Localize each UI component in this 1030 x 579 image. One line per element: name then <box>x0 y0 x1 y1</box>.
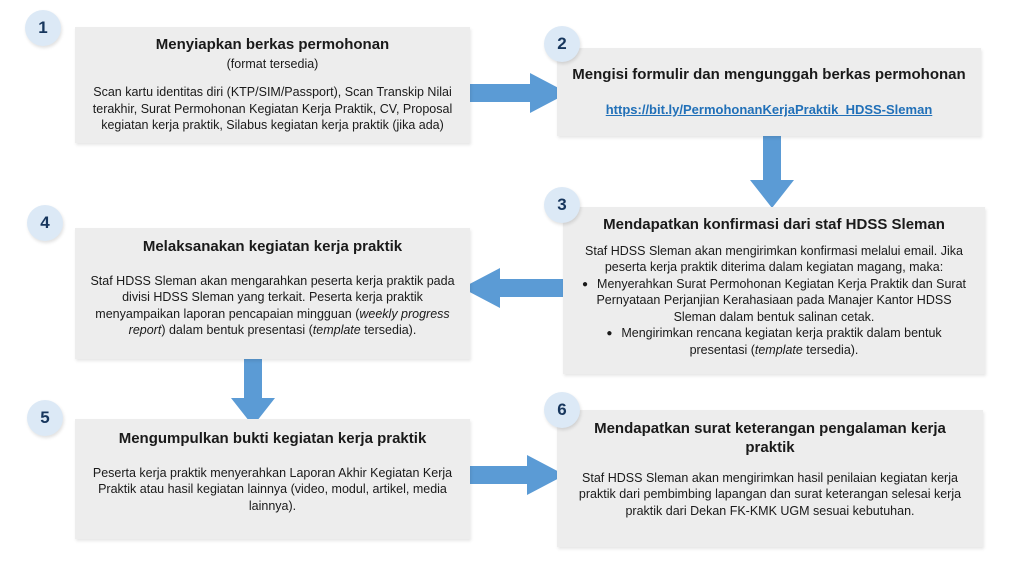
step-1-number-badge: 1 <box>25 10 61 46</box>
step-1-subtitle: (format tersedia) <box>226 56 319 71</box>
step-3-body: Staf HDSS Sleman akan mengirimkan konfir… <box>585 243 963 275</box>
step-3-bullet-1-text: Menyerahkan Surat Permohonan Kegiatan Ke… <box>596 276 966 324</box>
bullet-icon: ● <box>606 328 613 340</box>
step-6-body: Staf HDSS Sleman akan mengirimkan hasil … <box>578 470 962 518</box>
application-form-link[interactable]: https://bit.ly/PermohonanKerjaPraktik_HD… <box>605 101 933 117</box>
step-3-title: Mendapatkan konfirmasi dari staf HDSS Sl… <box>603 216 945 233</box>
step-6-number-badge: 6 <box>544 392 580 428</box>
step-5-box: Mengumpulkan bukti kegiatan kerja prakti… <box>75 419 470 539</box>
step-4-body: Staf HDSS Sleman akan mengarahkan pesert… <box>90 273 455 338</box>
arrow-down-step4-to-step5 <box>231 352 275 426</box>
step-2-box: Mengisi formulir dan mengunggah berkas p… <box>557 48 981 136</box>
arrow-left-step3-to-step4 <box>462 268 563 308</box>
step-3-bullet-2: ● Mengirimkan rencana kegiatan kerja prak… <box>576 325 972 358</box>
step-1-box: Menyiapkan berkas permohonan (format ter… <box>75 27 470 143</box>
step-6-number: 6 <box>557 400 567 419</box>
step-3-number: 3 <box>557 195 567 214</box>
step-6-title: Mendapatkan surat keterangan pengalaman … <box>594 420 946 456</box>
bullet-icon: ● <box>581 278 589 290</box>
step-1-body: Scan kartu identitas diri (KTP/SIM/Passp… <box>92 85 453 132</box>
step-2-number: 2 <box>557 34 567 53</box>
step-5-number-badge: 5 <box>27 400 63 436</box>
step-1-title: Menyiapkan berkas permohonan <box>155 36 390 53</box>
step-3-bullet-1: ● Menyerahkan Surat Permohonan Kegiatan K… <box>576 276 972 326</box>
step-5-title: Mengumpulkan bukti kegiatan kerja prakti… <box>118 430 427 447</box>
step-1-number: 1 <box>38 18 48 37</box>
step-4-number-badge: 4 <box>27 205 63 241</box>
step-4-box: Melaksanakan kegiatan kerja praktik Staf… <box>75 228 470 359</box>
arrow-down-step2-to-step3 <box>750 134 794 208</box>
step-3-bullet-2-text: Mengirimkan rencana kegiatan kerja prakt… <box>621 326 942 357</box>
step-3-number-badge: 3 <box>544 187 580 223</box>
step-2-number-badge: 2 <box>544 26 580 62</box>
step-5-body: Peserta kerja praktik menyerahkan Lapora… <box>92 465 453 513</box>
arrow-right-step1-to-step2 <box>466 73 568 113</box>
step-2-title: Mengisi formulir dan mengunggah berkas p… <box>572 66 966 83</box>
step-3-box: Mendapatkan konfirmasi dari staf HDSS Sl… <box>563 207 985 374</box>
arrow-right-step5-to-step6 <box>462 455 565 495</box>
step-4-title: Melaksanakan kegiatan kerja praktik <box>142 238 403 255</box>
step-6-box: Mendapatkan surat keterangan pengalaman … <box>557 410 983 547</box>
step-4-number: 4 <box>40 213 50 232</box>
step-5-number: 5 <box>40 408 50 427</box>
